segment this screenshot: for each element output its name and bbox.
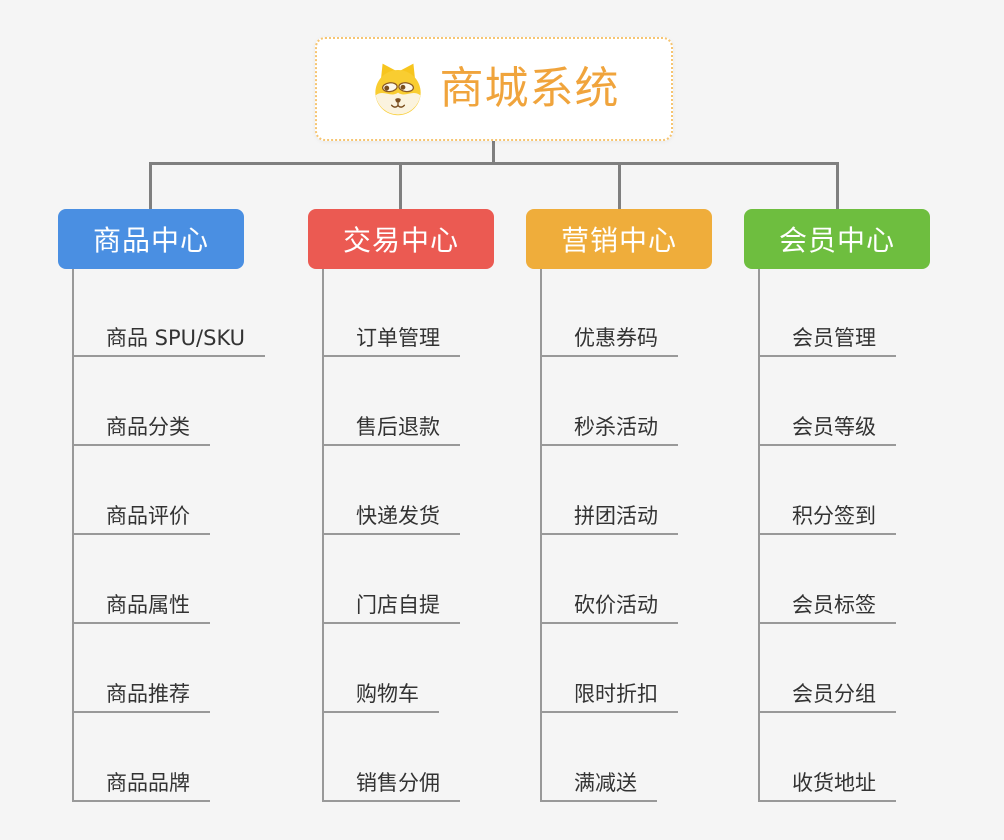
root-node[interactable]: 商城系统 — [315, 37, 673, 141]
connector-drop — [836, 164, 839, 210]
leaf-node[interactable]: 会员分组 — [758, 682, 896, 713]
branch-child-connector — [322, 269, 324, 802]
branch-column-product: 商品中心 商品 SPU/SKU 商品分类 商品评价 商品属性 商品推荐 商品品牌 — [58, 209, 328, 819]
connector-drop — [149, 164, 152, 210]
leaf-node[interactable]: 商品评价 — [72, 504, 210, 535]
leaf-node[interactable]: 销售分佣 — [322, 771, 460, 802]
connector-bus — [149, 162, 839, 165]
connector-root-drop — [492, 140, 495, 163]
leaf-node[interactable]: 商品推荐 — [72, 682, 210, 713]
root-title: 商城系统 — [439, 63, 620, 114]
leaf-node[interactable]: 积分签到 — [758, 504, 896, 535]
dog-face-icon — [374, 63, 421, 116]
branch-node-marketing-center[interactable]: 营销中心 — [526, 209, 712, 269]
branch-column-member: 会员中心 会员管理 会员等级 积分签到 会员标签 会员分组 收货地址 — [744, 209, 1004, 819]
leaf-node[interactable]: 商品品牌 — [72, 771, 210, 802]
branch-node-product-center[interactable]: 商品中心 — [58, 209, 244, 269]
branch-column-marketing: 营销中心 优惠券码 秒杀活动 拼团活动 砍价活动 限时折扣 满减送 — [526, 209, 796, 819]
connector-drop — [618, 164, 621, 210]
branch-node-member-center[interactable]: 会员中心 — [744, 209, 930, 269]
leaf-node[interactable]: 购物车 — [322, 682, 439, 713]
connector-drop — [399, 164, 402, 210]
leaf-node[interactable]: 快递发货 — [322, 504, 460, 535]
leaf-node[interactable]: 商品属性 — [72, 593, 210, 624]
leaf-node[interactable]: 商品 SPU/SKU — [72, 326, 266, 357]
leaf-node[interactable]: 售后退款 — [322, 415, 460, 446]
leaf-node[interactable]: 会员等级 — [758, 415, 896, 446]
leaf-node[interactable]: 砍价活动 — [540, 593, 678, 624]
leaf-node[interactable]: 会员标签 — [758, 593, 896, 624]
branch-child-connector — [72, 269, 74, 802]
leaf-node[interactable]: 满减送 — [540, 771, 657, 802]
branch-child-connector — [540, 269, 542, 802]
leaf-node[interactable]: 优惠券码 — [540, 326, 678, 357]
leaf-node[interactable]: 限时折扣 — [540, 682, 678, 713]
leaf-node[interactable]: 会员管理 — [758, 326, 896, 357]
branch-node-trade-center[interactable]: 交易中心 — [308, 209, 494, 269]
leaf-node[interactable]: 商品分类 — [72, 415, 210, 446]
branch-column-trade: 交易中心 订单管理 售后退款 快递发货 门店自提 购物车 销售分佣 — [308, 209, 578, 819]
leaf-node[interactable]: 门店自提 — [322, 593, 460, 624]
leaf-node[interactable]: 秒杀活动 — [540, 415, 678, 446]
leaf-node[interactable]: 订单管理 — [322, 326, 460, 357]
leaf-node[interactable]: 拼团活动 — [540, 504, 678, 535]
leaf-node[interactable]: 收货地址 — [758, 771, 896, 802]
branch-child-connector — [758, 269, 760, 802]
